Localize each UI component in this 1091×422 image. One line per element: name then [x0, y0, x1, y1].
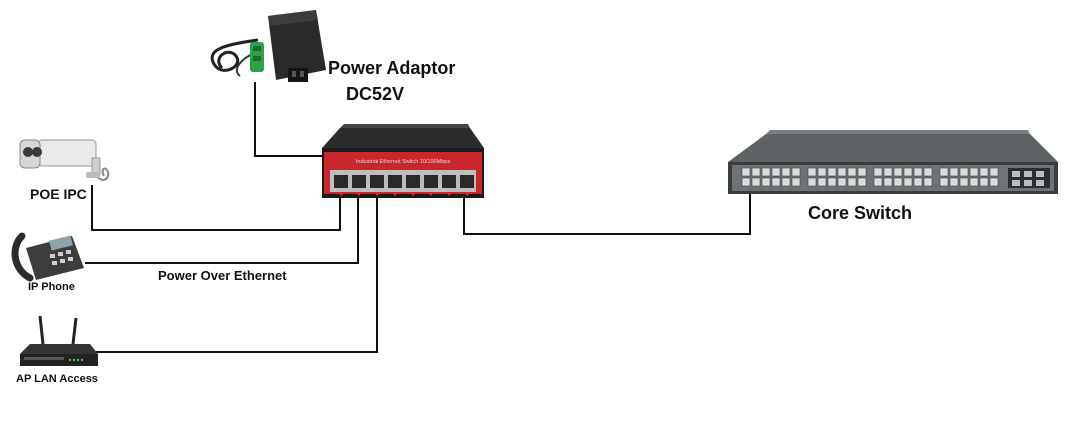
core-switch-port	[807, 167, 817, 177]
core-switch-port	[979, 167, 989, 177]
core-switch-port	[969, 167, 979, 177]
core-switch-port	[817, 167, 827, 177]
core-switch-label: Core Switch	[808, 203, 913, 223]
industrial-poe-switch-icon: Industrial Ethernet Switch 10/100Mbps	[322, 124, 484, 198]
core-switch-port	[883, 167, 893, 177]
poe-ipc-label: POE IPC	[30, 186, 87, 202]
core-switch-port	[771, 167, 781, 177]
connection-lines	[85, 82, 751, 353]
core-switch-port	[969, 177, 979, 187]
core-switch-port	[741, 177, 751, 187]
core-switch-port	[791, 177, 801, 187]
core-switch-port	[857, 177, 867, 187]
core-switch-port	[883, 177, 893, 187]
core-switch-port	[781, 177, 791, 187]
core-switch-port	[761, 177, 771, 187]
core-switch-port	[751, 177, 761, 187]
core-switch-port	[781, 167, 791, 177]
core-switch-port	[939, 177, 949, 187]
core-switch-port	[837, 177, 847, 187]
ip-phone-label: IP Phone	[28, 281, 75, 293]
core-switch-port	[873, 167, 883, 177]
core-switch-port	[959, 167, 969, 177]
core-switch-port	[923, 177, 933, 187]
core-switch-port	[893, 177, 903, 187]
core-switch-port	[903, 177, 913, 187]
core-switch-port	[741, 167, 751, 177]
core-switch-port	[857, 167, 867, 177]
voltage-label: DC52V	[346, 84, 405, 104]
core-switch-port	[751, 167, 761, 177]
power-adaptor-label: Power Adaptor	[328, 58, 456, 78]
core-switch-port	[827, 177, 837, 187]
core-switch-port	[827, 167, 837, 177]
ap-lan-access-label: AP LAN Access	[16, 373, 98, 385]
access-point-icon	[20, 315, 98, 366]
phone-link-line	[85, 196, 359, 264]
core-switch-port	[949, 167, 959, 177]
core-switch-port	[903, 167, 913, 177]
core-switch-port	[847, 167, 857, 177]
core-switch-port	[873, 177, 883, 187]
core-switch-ports	[741, 167, 999, 187]
ap-link-line	[96, 196, 378, 353]
power-cable-line	[254, 82, 322, 157]
core-switch-port	[979, 177, 989, 187]
core-switch-port	[913, 167, 923, 177]
core-switch-port	[847, 177, 857, 187]
switch-panel-text: Industrial Ethernet Switch 10/100Mbps	[356, 159, 450, 165]
core-switch-port	[771, 177, 781, 187]
power-adaptor-icon	[210, 10, 326, 82]
core-switch-port	[791, 167, 801, 177]
core-switch-port	[923, 167, 933, 177]
camera-link-line	[91, 185, 341, 231]
core-switch-port	[989, 167, 999, 177]
core-switch-port	[893, 167, 903, 177]
core-switch-port	[837, 167, 847, 177]
ip-camera-icon	[19, 139, 110, 181]
core-switch-port	[939, 167, 949, 177]
core-switch-port	[989, 177, 999, 187]
core-switch-port	[949, 177, 959, 187]
core-switch-icon	[728, 130, 1058, 194]
power-over-ethernet-label: Power Over Ethernet	[158, 268, 287, 283]
ip-phone-icon	[11, 232, 84, 282]
poe-switch-ports	[334, 175, 474, 188]
core-switch-port	[913, 177, 923, 187]
uplink-line	[463, 193, 751, 235]
core-switch-port	[761, 167, 771, 177]
core-switch-port	[817, 177, 827, 187]
core-switch-port	[959, 177, 969, 187]
core-switch-port	[807, 177, 817, 187]
